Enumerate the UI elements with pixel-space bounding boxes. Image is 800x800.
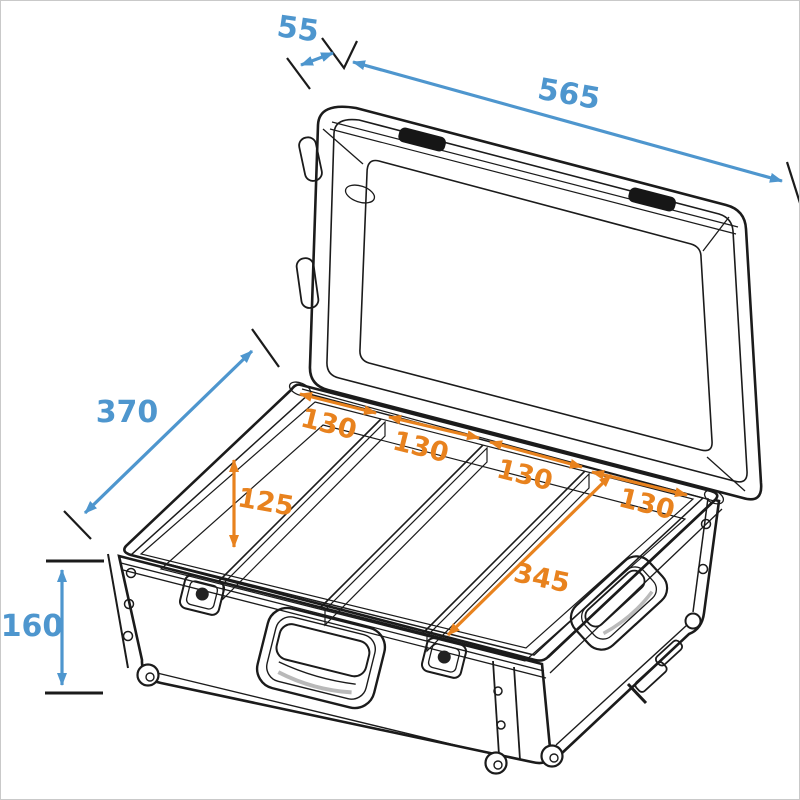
dim-label-body-height: 160 bbox=[1, 609, 63, 644]
tick-565-right bbox=[785, 161, 799, 204]
rivet bbox=[125, 567, 137, 579]
corner-foot bbox=[684, 612, 702, 630]
lid-rim-line-2 bbox=[329, 128, 737, 235]
left-facet-edge bbox=[107, 553, 129, 669]
lid-corner-detail bbox=[344, 184, 376, 204]
front-handle bbox=[255, 606, 387, 710]
dim-label-lid-depth: 55 bbox=[275, 9, 321, 49]
front-rim-band-1 bbox=[120, 562, 545, 672]
front-right-corner-post bbox=[492, 660, 521, 761]
dim-arrow-slot-2 bbox=[388, 414, 480, 441]
butterfly-latch-left bbox=[178, 574, 226, 616]
lid-corner-seam-tr bbox=[702, 216, 730, 252]
ball-corner-front-center bbox=[484, 751, 508, 775]
lid-corner-seam-br bbox=[706, 456, 746, 492]
dim-label-slot-length: 345 bbox=[511, 557, 573, 599]
dim-label-slot-2: 130 bbox=[390, 426, 452, 470]
dim-label-depth: 370 bbox=[96, 395, 159, 430]
divider-2 bbox=[320, 444, 488, 627]
body-rim-outer bbox=[123, 383, 719, 662]
lid-rim-line-1 bbox=[331, 121, 739, 228]
right-bottom-band bbox=[555, 624, 688, 746]
dim-label-width: 565 bbox=[535, 72, 603, 117]
dim-label-slot-3: 130 bbox=[494, 454, 556, 498]
case-lid bbox=[295, 105, 763, 501]
divider-3 bbox=[422, 470, 590, 653]
lid-latch-recess-2 bbox=[628, 187, 676, 212]
side-handle bbox=[569, 555, 669, 651]
side-lock-plate-2 bbox=[634, 661, 668, 693]
rivet bbox=[697, 563, 709, 575]
ball-corner-front-left bbox=[136, 663, 160, 687]
dim-arrow-55 bbox=[300, 51, 334, 67]
rivet bbox=[122, 630, 134, 642]
front-rim-band-2 bbox=[122, 569, 547, 679]
rivet bbox=[123, 598, 135, 610]
rivet bbox=[496, 720, 506, 730]
ball-corner-front-right bbox=[540, 744, 564, 768]
dim-arrow-slot-1 bbox=[299, 392, 377, 415]
lid-corner-seam-tl bbox=[322, 128, 364, 165]
dim-arrow-565 bbox=[352, 60, 783, 183]
rivet bbox=[493, 686, 503, 696]
lid-outer-outline bbox=[308, 105, 763, 501]
lid-inner-frame bbox=[326, 118, 748, 483]
ball-corners bbox=[136, 663, 564, 775]
dim-arrow-slot-3 bbox=[489, 440, 583, 469]
case-body-rim bbox=[123, 381, 725, 662]
lid-hinge-tab-1 bbox=[298, 136, 323, 182]
lid-hinge-tab-2 bbox=[295, 257, 320, 309]
dim-label-divider-height: 125 bbox=[235, 482, 296, 522]
tick-370-bottom bbox=[63, 510, 92, 540]
tick-370-top bbox=[251, 328, 280, 368]
tick-v-shared bbox=[321, 37, 358, 71]
divider-1 bbox=[218, 418, 386, 601]
front-bottom-band bbox=[152, 671, 493, 755]
rivet bbox=[700, 518, 712, 530]
case-right-face bbox=[547, 497, 723, 755]
butterfly-latch-right bbox=[420, 637, 468, 679]
dim-arrow-slot-length bbox=[446, 473, 613, 637]
back-right-edge-inner bbox=[692, 497, 709, 613]
side-lock-detail bbox=[626, 682, 648, 705]
right-rim-band bbox=[549, 508, 723, 674]
tick-55-left bbox=[286, 57, 311, 90]
outer-dimensions: 55 565 370 160 bbox=[1, 9, 799, 695]
dim-arrow-370 bbox=[83, 349, 254, 515]
case-front-face bbox=[107, 553, 552, 765]
